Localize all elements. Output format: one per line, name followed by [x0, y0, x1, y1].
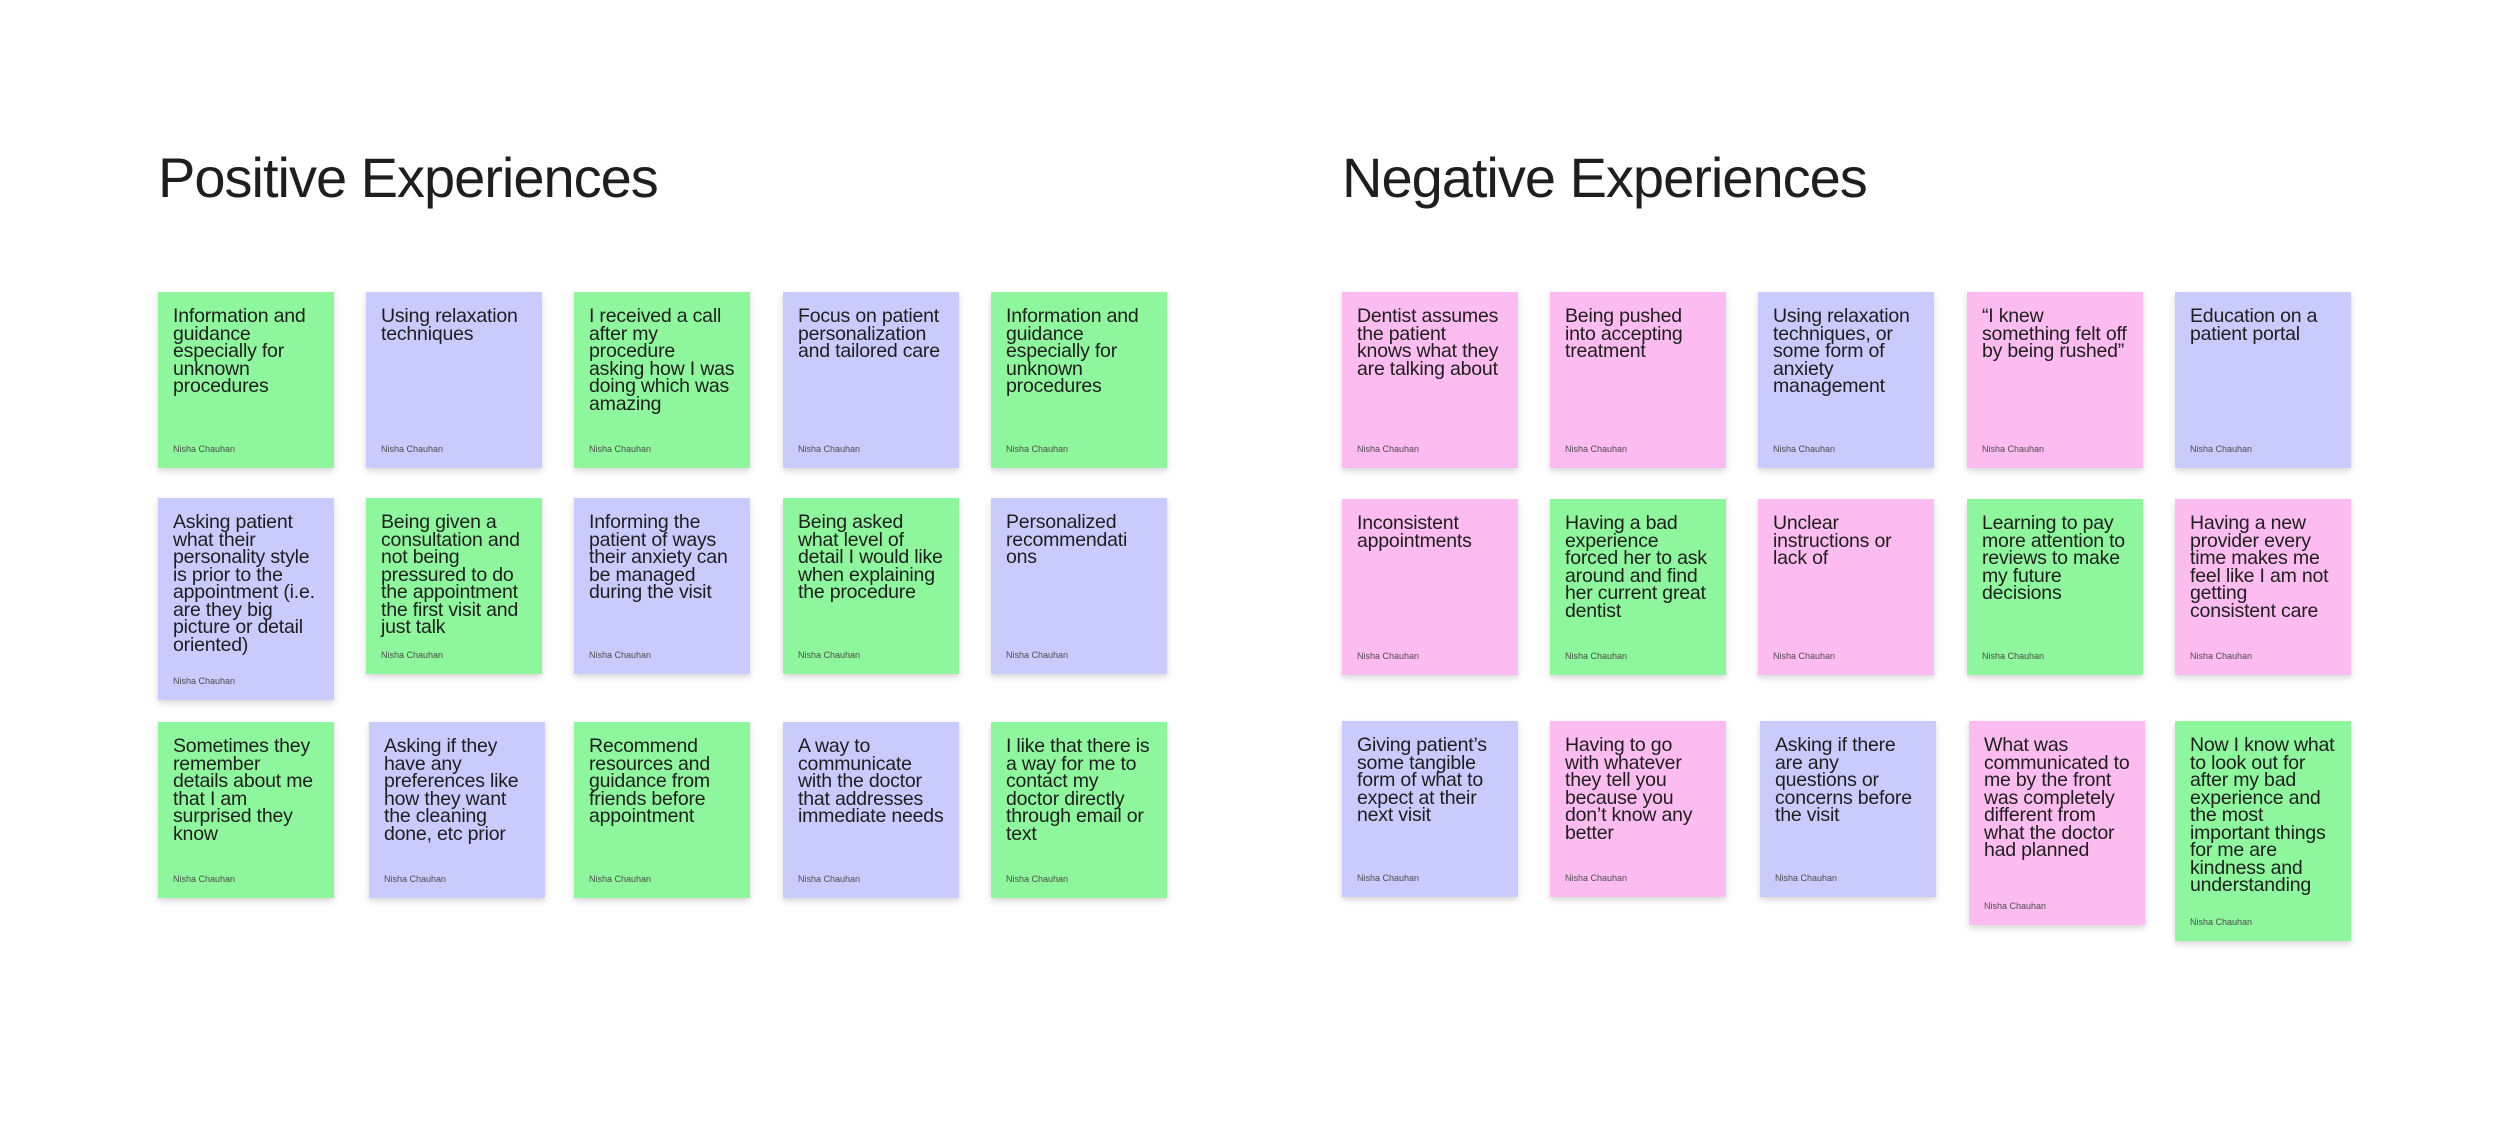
sticky-note[interactable]: Focus on patient personalization and tai…	[783, 292, 959, 468]
sticky-note[interactable]: Unclear instructions or lack of Nisha Ch…	[1758, 499, 1934, 675]
sticky-note[interactable]: What was communicated to me by the front…	[1969, 721, 2145, 925]
sticky-note-author: Nisha Chauhan	[381, 444, 444, 454]
sticky-note[interactable]: Being pushed into accepting treatment Ni…	[1550, 292, 1726, 468]
sticky-note-author: Nisha Chauhan	[2190, 444, 2253, 454]
sticky-note-author: Nisha Chauhan	[798, 444, 861, 454]
sticky-note-author: Nisha Chauhan	[1357, 444, 1420, 454]
sticky-note-author: Nisha Chauhan	[384, 874, 447, 884]
sticky-note-author: Nisha Chauhan	[2190, 651, 2253, 661]
sticky-note[interactable]: I received a call after my procedure ask…	[574, 292, 750, 468]
sticky-note-author: Nisha Chauhan	[1775, 873, 1838, 883]
sticky-note[interactable]: Dentist assumes the patient knows what t…	[1342, 292, 1518, 468]
sticky-note[interactable]: Recommend resources and guidance from fr…	[574, 722, 750, 898]
sticky-note-author: Nisha Chauhan	[1006, 874, 1069, 884]
sticky-note-author: Nisha Chauhan	[1773, 444, 1836, 454]
sticky-note[interactable]: A way to communicate with the doctor tha…	[783, 722, 959, 898]
sticky-note-author: Nisha Chauhan	[173, 874, 236, 884]
sticky-note-author: Nisha Chauhan	[2190, 917, 2253, 927]
sticky-note-author: Nisha Chauhan	[381, 650, 444, 660]
sticky-note-text: Informing the patient of ways their anxi…	[589, 511, 728, 603]
sticky-note[interactable]: Asking patient what their personality st…	[158, 498, 334, 700]
sticky-note-text: Having a new provider every time makes m…	[2190, 512, 2329, 622]
sticky-note-author: Nisha Chauhan	[173, 444, 236, 454]
sticky-note-author: Nisha Chauhan	[1357, 651, 1420, 661]
sticky-note-text: Using relaxation techniques	[381, 305, 518, 345]
sticky-note-text: Sometimes they remember details about me…	[173, 735, 313, 845]
sticky-note-text: Being pushed into accepting treatment	[1565, 305, 1683, 362]
sticky-note-author: Nisha Chauhan	[1773, 651, 1836, 661]
sticky-note-text: Personalized recommendati ons	[1006, 511, 1128, 568]
sticky-note-author: Nisha Chauhan	[589, 650, 652, 660]
sticky-note[interactable]: Inconsistent appointments Nisha Chauhan	[1342, 499, 1518, 675]
sticky-note-text: Dentist assumes the patient knows what t…	[1357, 305, 1499, 380]
sticky-note[interactable]: Now I know what to look out for after my…	[2175, 721, 2351, 941]
sticky-note-text: Recommend resources and guidance from fr…	[589, 735, 710, 827]
sticky-note[interactable]: Having a bad experience forced her to as…	[1550, 499, 1726, 675]
sticky-note-text: Education on a patient portal	[2190, 305, 2318, 345]
sticky-note-text: Giving patient’s some tangible form of w…	[1357, 734, 1487, 826]
sticky-note-author: Nisha Chauhan	[589, 444, 652, 454]
sticky-note-author: Nisha Chauhan	[798, 650, 861, 660]
sticky-note-text: Inconsistent appointments	[1357, 512, 1472, 552]
sticky-note-text: Unclear instructions or lack of	[1773, 512, 1892, 569]
sticky-note[interactable]: Using relaxation techniques, or some for…	[1758, 292, 1934, 468]
sticky-note-text: Asking patient what their personality st…	[173, 511, 315, 656]
sticky-note-author: Nisha Chauhan	[1982, 651, 2045, 661]
sticky-note[interactable]: Informing the patient of ways their anxi…	[574, 498, 750, 674]
sticky-note[interactable]: Using relaxation techniques Nisha Chauha…	[366, 292, 542, 468]
sticky-note-author: Nisha Chauhan	[589, 874, 652, 884]
sticky-note-text: Having to go with whatever they tell you…	[1565, 734, 1693, 844]
sticky-note-author: Nisha Chauhan	[1357, 873, 1420, 883]
sticky-note[interactable]: Personalized recommendati ons Nisha Chau…	[991, 498, 1167, 674]
sticky-note-text: Learning to pay more attention to review…	[1982, 512, 2125, 604]
negative-experiences-title: Negative Experiences	[1342, 146, 1868, 209]
sticky-note-author: Nisha Chauhan	[1984, 901, 2047, 911]
sticky-note-author: Nisha Chauhan	[1565, 651, 1628, 661]
sticky-note[interactable]: Learning to pay more attention to review…	[1967, 499, 2143, 675]
sticky-note-text: Focus on patient personalization and tai…	[798, 305, 940, 362]
sticky-note-author: Nisha Chauhan	[1006, 650, 1069, 660]
sticky-note-text: Being asked what level of detail I would…	[798, 511, 943, 603]
sticky-note-text: Now I know what to look out for after my…	[2190, 734, 2335, 896]
sticky-note[interactable]: I like that there is a way for me to con…	[991, 722, 1167, 898]
sticky-note[interactable]: Sometimes they remember details about me…	[158, 722, 334, 898]
sticky-note-author: Nisha Chauhan	[798, 874, 861, 884]
sticky-note[interactable]: “I knew something felt off by being rush…	[1967, 292, 2143, 468]
sticky-note-text: Information and guidance especially for …	[173, 305, 306, 397]
positive-experiences-title: Positive Experiences	[158, 146, 659, 209]
sticky-note-text: What was communicated to me by the front…	[1984, 734, 2130, 861]
sticky-note-text: A way to communicate with the doctor tha…	[798, 735, 944, 827]
sticky-note-text: “I knew something felt off by being rush…	[1982, 305, 2127, 362]
sticky-note[interactable]: Education on a patient portal Nisha Chau…	[2175, 292, 2351, 468]
sticky-note-text: Asking if there are any questions or con…	[1775, 734, 1912, 826]
sticky-note-text: Information and guidance especially for …	[1006, 305, 1139, 397]
sticky-note[interactable]: Giving patient’s some tangible form of w…	[1342, 721, 1518, 897]
sticky-note-text: Using relaxation techniques, or some for…	[1773, 305, 1910, 397]
sticky-note[interactable]: Having a new provider every time makes m…	[2175, 499, 2351, 675]
sticky-note-author: Nisha Chauhan	[1006, 444, 1069, 454]
sticky-note-text: Being given a consultation and not being…	[381, 511, 520, 638]
sticky-note[interactable]: Asking if they have any preferences like…	[369, 722, 545, 898]
sticky-note[interactable]: Information and guidance especially for …	[158, 292, 334, 468]
sticky-note-text: Asking if they have any preferences like…	[384, 735, 519, 845]
sticky-note-text: I like that there is a way for me to con…	[1006, 735, 1150, 845]
sticky-note[interactable]: Being asked what level of detail I would…	[783, 498, 959, 674]
sticky-note[interactable]: Asking if there are any questions or con…	[1760, 721, 1936, 897]
sticky-note[interactable]: Information and guidance especially for …	[991, 292, 1167, 468]
sticky-note[interactable]: Being given a consultation and not being…	[366, 498, 542, 674]
sticky-note[interactable]: Having to go with whatever they tell you…	[1550, 721, 1726, 897]
sticky-note-author: Nisha Chauhan	[1565, 444, 1628, 454]
sticky-note-author: Nisha Chauhan	[173, 676, 236, 686]
sticky-note-author: Nisha Chauhan	[1982, 444, 2045, 454]
sticky-note-author: Nisha Chauhan	[1565, 873, 1628, 883]
sticky-note-text: I received a call after my procedure ask…	[589, 305, 735, 415]
sticky-note-text: Having a bad experience forced her to as…	[1565, 512, 1707, 622]
